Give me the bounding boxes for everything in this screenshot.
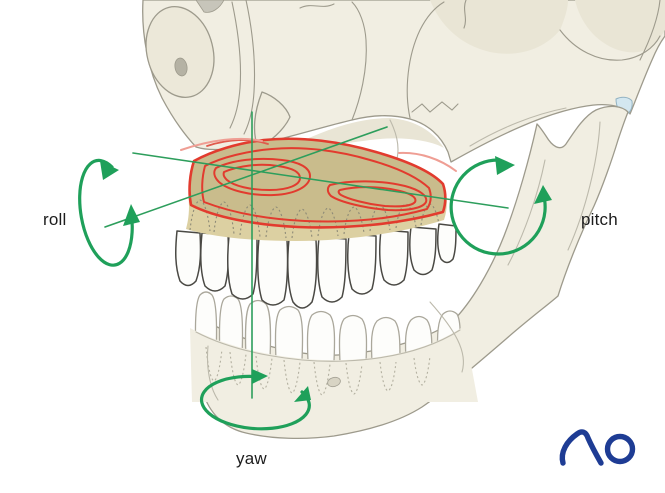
nasal-ridge-line-2: [243, 0, 256, 135]
frontal-notch: [195, 0, 225, 13]
upper-teeth: [175, 223, 457, 309]
pitch-label: pitch: [581, 210, 618, 229]
nasal-aperture: [253, 91, 291, 149]
roll-rotation-arrow-icon: [78, 158, 140, 267]
mental-foramen: [327, 376, 341, 388]
chin-line: [206, 345, 219, 401]
lower-gum: [190, 326, 478, 402]
pitch-rotation-arrow-icon: [449, 156, 552, 256]
palate-loop-inner: [222, 163, 301, 191]
yaw-rotation-arrow-icon: [199, 369, 311, 431]
zygomatic-arch-inner-line: [469, 107, 567, 147]
palate-loop-outer: [213, 157, 311, 197]
ao-logo-a: [559, 429, 604, 466]
mandible-body-line: [429, 301, 464, 373]
lower-gum-line: [195, 329, 461, 362]
right-loop-outer: [326, 180, 428, 212]
ramus-front-line: [507, 159, 546, 266]
ao-logo-o: [604, 433, 636, 465]
pterygoid-osteotomy-line: [398, 151, 457, 172]
squamosal-suture: [559, 29, 661, 61]
parietal-shade: [575, 0, 665, 53]
lacrimal-fossa: [174, 57, 188, 77]
pitch-axis-line: [132, 152, 509, 209]
roll-axis-line: [104, 126, 388, 228]
maxilla-segment: [180, 137, 457, 241]
zygomaticotemporal-suture: [411, 101, 459, 113]
yaw-label: yaw: [236, 449, 267, 468]
top-squiggle: [463, 0, 467, 29]
occipital-line: [639, 0, 661, 61]
left-osteotomy-line: [180, 137, 263, 151]
mandible-outline: [195, 105, 629, 440]
lower-root-outlines: [205, 346, 431, 396]
ao-logo: [559, 429, 636, 466]
ramus-line: [567, 121, 601, 251]
segment-red-outline: [188, 137, 447, 229]
right-loop-inner: [337, 186, 417, 208]
nasal-osteotomy-line: [206, 139, 269, 147]
nasal-ridge-line: [229, 1, 242, 129]
sphenoid-suture: [406, 1, 445, 119]
orbit: [145, 6, 215, 98]
segment-outer-loop: [188, 137, 447, 229]
frontal-suture: [351, 1, 367, 121]
rotation-axes: [104, 111, 509, 399]
coronal-squiggle: [299, 3, 335, 9]
roll-label: roll: [43, 210, 67, 229]
segment-inner-loop: [201, 147, 432, 223]
